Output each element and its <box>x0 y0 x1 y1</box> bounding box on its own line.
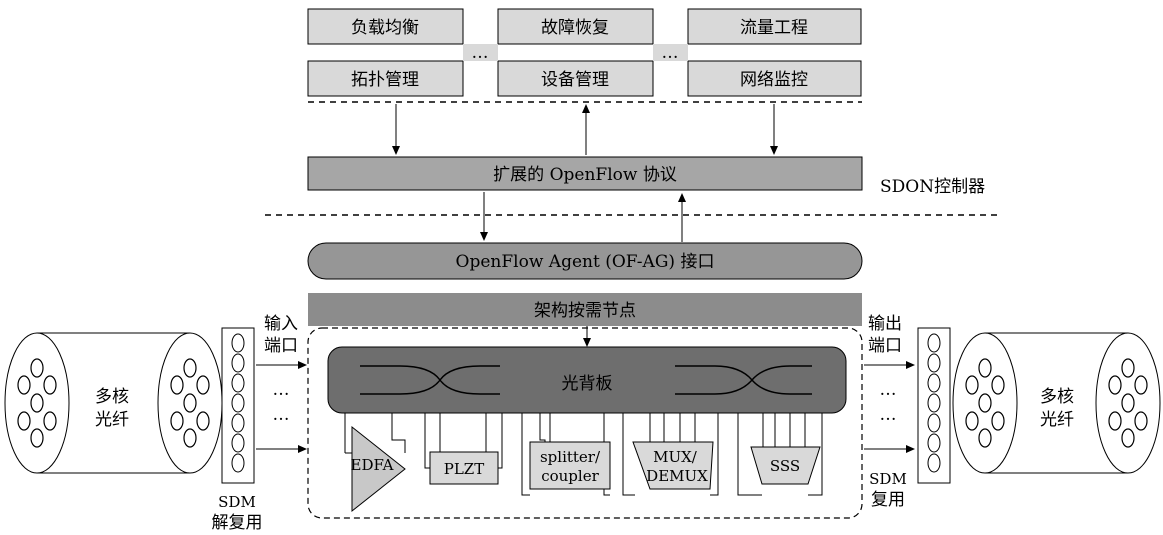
input-ellipsis-2: … <box>273 405 290 425</box>
right-sdm-mux <box>917 327 951 484</box>
sss-module: SSS <box>737 413 823 496</box>
output-ellipsis-2: … <box>880 405 897 425</box>
app-label-traffic-engineering: 流量工程 <box>740 18 808 38</box>
app-topology-management: 拓扑管理 <box>307 60 464 97</box>
right-fiber-cores-a <box>965 358 1005 448</box>
sdm-demux-label-2: 解复用 <box>212 513 263 533</box>
sdm-demux-label-1: SDM <box>218 493 256 511</box>
app-label-fault-recovery: 故障恢复 <box>541 18 609 38</box>
input-port-label-2: 端口 <box>264 336 298 356</box>
edfa-label: EDFA <box>351 456 394 474</box>
left-sdm-demux: SDM 解复用 <box>212 327 263 533</box>
app-ellipsis-2: … <box>662 43 679 63</box>
app-load-balancing: 负载均衡 <box>307 8 464 45</box>
backplane-label: 光背板 <box>562 374 613 394</box>
backplane-cross-right-b <box>675 365 812 395</box>
openflow-protocol-label: 扩展的 OpenFlow 协议 <box>493 165 677 185</box>
sdm-mux-label-2: 复用 <box>871 490 905 510</box>
left-sdm-cores <box>231 333 245 473</box>
edfa-module: EDFA <box>344 413 406 513</box>
output-ellipsis-1: … <box>880 380 897 400</box>
openflow-protocol-bar: 扩展的 OpenFlow 协议 <box>307 156 863 191</box>
demux-label: DEMUX <box>646 467 708 485</box>
plzt-module: PLZT <box>424 413 503 485</box>
right-fiber-cores-b <box>1108 358 1148 448</box>
sdm-mux-label-1: SDM <box>869 470 907 488</box>
app-traffic-engineering: 流量工程 <box>687 8 862 45</box>
right-fiber-label-1: 多核 <box>1040 387 1074 407</box>
backplane-cross-left-b <box>360 365 500 395</box>
app-gap-fill-1 <box>463 44 498 61</box>
openflow-agent-bar: OpenFlow Agent (OF-AG) 接口 <box>307 242 863 280</box>
input-port-label-1: 输入 <box>264 314 298 334</box>
left-multicore-fiber: 多核 光纤 <box>4 332 223 474</box>
mux-demux-module: MUX/ DEMUX <box>622 413 719 496</box>
app-device-management: 设备管理 <box>497 60 654 97</box>
left-fiber-cores-b <box>170 358 210 448</box>
left-fiber-label-2: 光纤 <box>95 410 129 430</box>
output-port-label-1: 输出 <box>868 314 902 334</box>
app-label-monitoring: 网络监控 <box>740 70 808 90</box>
right-fiber-label-2: 光纤 <box>1040 410 1074 430</box>
output-port-label-2: 端口 <box>868 336 902 356</box>
app-gap-fill-2 <box>653 44 688 61</box>
aod-node-bar: 架构按需节点 <box>308 293 862 326</box>
splitter-label: splitter/ <box>540 448 601 466</box>
app-label-device: 设备管理 <box>541 70 609 90</box>
node-dashed-enclosure <box>307 327 863 519</box>
input-ellipsis-1: … <box>273 380 290 400</box>
app-label-topology: 拓扑管理 <box>351 70 419 90</box>
right-multicore-fiber: 多核 光纤 <box>952 332 1161 474</box>
right-sdm-cores <box>927 333 941 473</box>
sss-label: SSS <box>770 457 800 475</box>
app-network-monitoring: 网络监控 <box>687 60 862 97</box>
coupler-label: coupler <box>541 467 599 485</box>
app-ellipsis-1: … <box>472 43 489 63</box>
mux-label: MUX/ <box>653 448 698 466</box>
app-layer: 负载均衡 故障恢复 流量工程 拓扑管理 设备管理 网络监控 … … <box>307 8 862 97</box>
sdon-controller-label: SDON控制器 <box>880 177 985 197</box>
plzt-label: PLZT <box>444 460 484 478</box>
app-label-load-balancing: 负载均衡 <box>351 18 419 38</box>
app-fault-recovery: 故障恢复 <box>497 8 654 45</box>
left-fiber-label-1: 多核 <box>95 387 129 407</box>
splitter-coupler-module: splitter/ coupler <box>521 413 611 496</box>
optical-backplane: 光背板 <box>327 346 847 414</box>
left-fiber-cores-a <box>17 358 57 448</box>
openflow-agent-label: OpenFlow Agent (OF-AG) 接口 <box>456 252 715 272</box>
aod-node-label: 架构按需节点 <box>534 301 636 321</box>
